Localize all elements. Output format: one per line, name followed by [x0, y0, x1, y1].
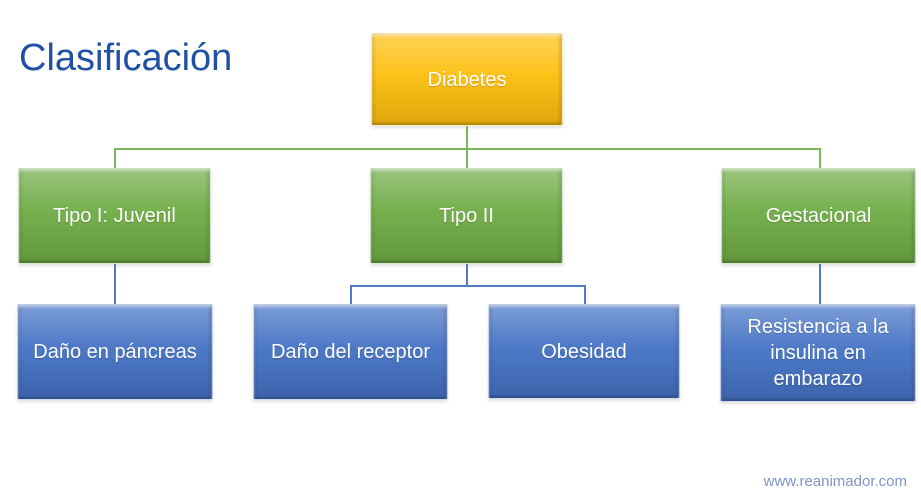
connector-root-vertical — [466, 126, 468, 149]
connector-tipo2-left-drop — [350, 285, 352, 304]
connector-tipo2-horizontal — [350, 285, 586, 287]
node-tipo-i-juvenil-label: Tipo I: Juvenil — [53, 205, 176, 227]
connector-tipo1-leaf — [114, 264, 116, 304]
slide-title: Clasificación — [19, 37, 233, 79]
node-resistencia-insulina-embarazo[interactable]: Resistencia a la insulina en embarazo — [720, 304, 916, 402]
node-danio-del-receptor-label: Daño del receptor — [271, 341, 430, 363]
node-resistencia-insulina-embarazo-label: Resistencia a la insulina en embarazo — [747, 316, 889, 390]
node-obesidad[interactable]: Obesidad — [488, 304, 680, 399]
connector-branch-mid-drop — [466, 148, 468, 168]
connector-gestacional-leaf — [819, 264, 821, 304]
node-gestacional[interactable]: Gestacional — [721, 168, 916, 264]
node-tipo-i-juvenil[interactable]: Tipo I: Juvenil — [18, 168, 211, 264]
connector-tipo2-right-drop — [584, 285, 586, 304]
node-gestacional-label: Gestacional — [765, 205, 872, 227]
connector-branch-left-drop — [114, 148, 116, 168]
node-obesidad-label: Obesidad — [541, 340, 627, 363]
watermark-url: www.reanimador.com — [763, 473, 907, 490]
node-tipo-ii[interactable]: Tipo II — [370, 168, 563, 264]
node-diabetes-label: Diabetes — [427, 68, 507, 91]
node-danio-en-pancreas[interactable]: Daño en páncreas — [17, 304, 213, 400]
connector-branch-right-drop — [819, 148, 821, 168]
node-danio-del-receptor[interactable]: Daño del receptor — [253, 304, 448, 400]
connector-tipo2-vertical — [466, 264, 468, 286]
node-diabetes[interactable]: Diabetes — [371, 33, 563, 126]
node-danio-en-pancreas-label: Daño en páncreas — [33, 341, 197, 363]
node-tipo-ii-label: Tipo II — [439, 205, 494, 227]
